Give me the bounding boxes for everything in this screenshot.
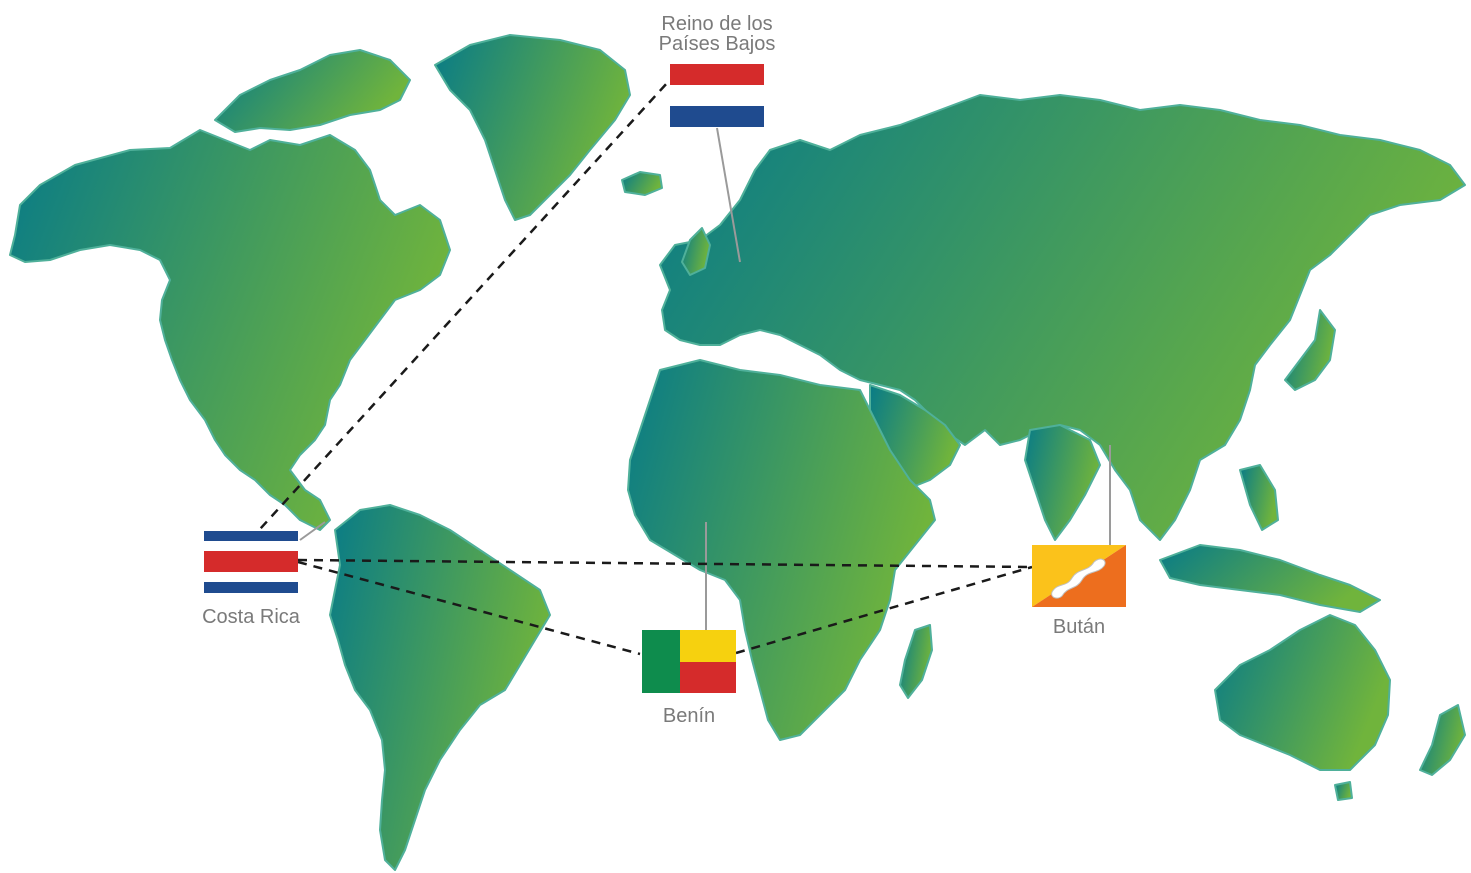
label-netherlands-line1: Reino de los [661,13,773,35]
flag-netherlands [670,64,764,127]
japan-landmass [1284,309,1336,391]
philippines-landmass [1239,464,1279,531]
iceland-landmass [621,171,663,196]
connection-costa-rica-bhutan [297,558,1033,569]
south-america-landmass [329,504,551,871]
label-netherlands-line2: Países Bajos [658,33,776,55]
indonesia-landmass [1159,544,1381,613]
north-america-landmass [9,129,451,531]
label-benin: Benín [662,705,716,727]
leader-line-netherlands [716,127,741,263]
leader-lines [299,127,1111,630]
flag-bhutan [1032,545,1126,607]
uk-landmass [681,227,711,276]
greenland-landmass [434,34,631,221]
flag-costa-rica [204,531,298,593]
continents [9,34,1466,871]
madagascar-landmass [899,624,933,699]
label-netherlands: Reino de los Países Bajos [617,14,817,54]
connection-costa-rica-benin [297,560,641,656]
africa-landmass [627,359,936,741]
connection-costa-rica-netherlands [249,81,669,541]
flag-benin [642,630,736,693]
leader-line-costa-rica [299,521,326,541]
connections [249,81,1033,656]
label-costa-rica: Costa Rica [202,606,300,628]
india-landmass [1024,424,1101,541]
australia-landmass [1214,614,1391,771]
label-bhutan: Bután [1052,616,1106,638]
dragon-emblem-icon [1051,558,1106,599]
arctic-islands-landmass [214,49,411,133]
connection-benin-bhutan [735,565,1033,655]
eurasia-landmass [659,94,1466,541]
tasmania-landmass [1334,781,1353,801]
new-zealand-landmass [1419,704,1466,776]
